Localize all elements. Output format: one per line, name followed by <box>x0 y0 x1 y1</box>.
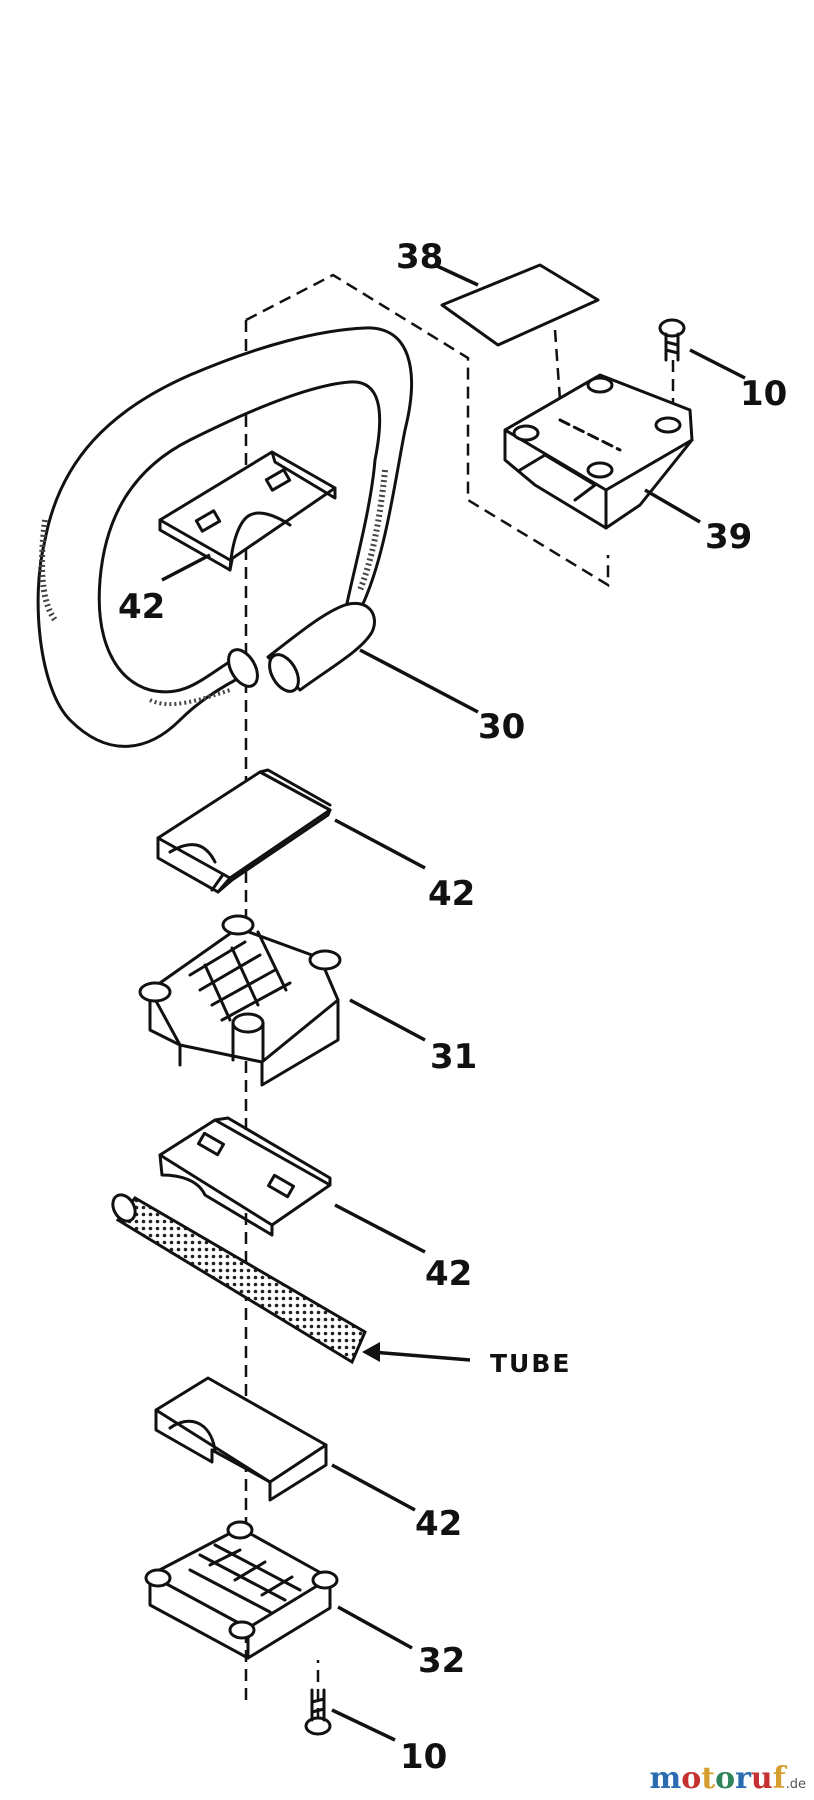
label-42-c: 42 <box>425 1254 472 1294</box>
screw-10-bottom <box>304 1688 332 1736</box>
front-handle-bar-30 <box>36 326 413 748</box>
label-38: 38 <box>396 237 443 277</box>
watermark-suffix: .de <box>785 1777 806 1792</box>
label-42-b: 42 <box>428 874 475 914</box>
tube-part <box>111 1193 367 1365</box>
leader-10-bottom <box>331 1708 396 1742</box>
leader-10-top <box>689 348 746 380</box>
leader-38 <box>436 264 479 287</box>
leader-39 <box>644 488 701 524</box>
watermark-letter: u <box>750 1761 773 1796</box>
leader-32 <box>337 1605 413 1650</box>
leader-42-b <box>334 818 426 870</box>
screw-10-top <box>658 318 686 362</box>
label-31: 31 <box>430 1037 477 1077</box>
label-30: 30 <box>478 707 525 747</box>
leader-31 <box>349 998 426 1042</box>
label-10-top: 10 <box>740 374 787 414</box>
leader-tube <box>371 1350 471 1362</box>
sleeve-42-upper <box>158 450 337 572</box>
clamp-body-31 <box>138 914 342 1087</box>
watermark-letter: r <box>735 1761 751 1796</box>
watermark-letter: f <box>772 1761 786 1796</box>
watermark-letter: m <box>649 1761 682 1796</box>
label-10-bottom: 10 <box>400 1737 447 1777</box>
leader-42-a <box>161 553 211 582</box>
assembly-guide-line-decal <box>553 329 591 422</box>
leader-42-c <box>334 1203 426 1254</box>
label-39: 39 <box>705 517 752 557</box>
label-32: 32 <box>418 1641 465 1681</box>
leader-42-d <box>331 1463 416 1512</box>
sleeve-42-d <box>154 1376 328 1502</box>
assembly-guide-line-top <box>245 273 610 588</box>
top-cap-39 <box>503 373 694 530</box>
watermark-logo: motoruf.de <box>649 1761 806 1796</box>
sleeve-42-c <box>158 1116 332 1237</box>
watermark-letter: o <box>715 1761 736 1796</box>
label-tube: TUBE <box>490 1349 572 1378</box>
leader-tube-arrowhead <box>362 1342 380 1362</box>
watermark-letter: o <box>681 1761 702 1796</box>
leader-30 <box>359 648 479 714</box>
decal-38 <box>440 263 600 347</box>
label-42-a: 42 <box>118 587 165 627</box>
sleeve-42-b <box>156 768 332 894</box>
label-42-d: 42 <box>415 1504 462 1544</box>
watermark-letter: t <box>701 1761 716 1796</box>
clamp-base-32 <box>144 1520 339 1660</box>
